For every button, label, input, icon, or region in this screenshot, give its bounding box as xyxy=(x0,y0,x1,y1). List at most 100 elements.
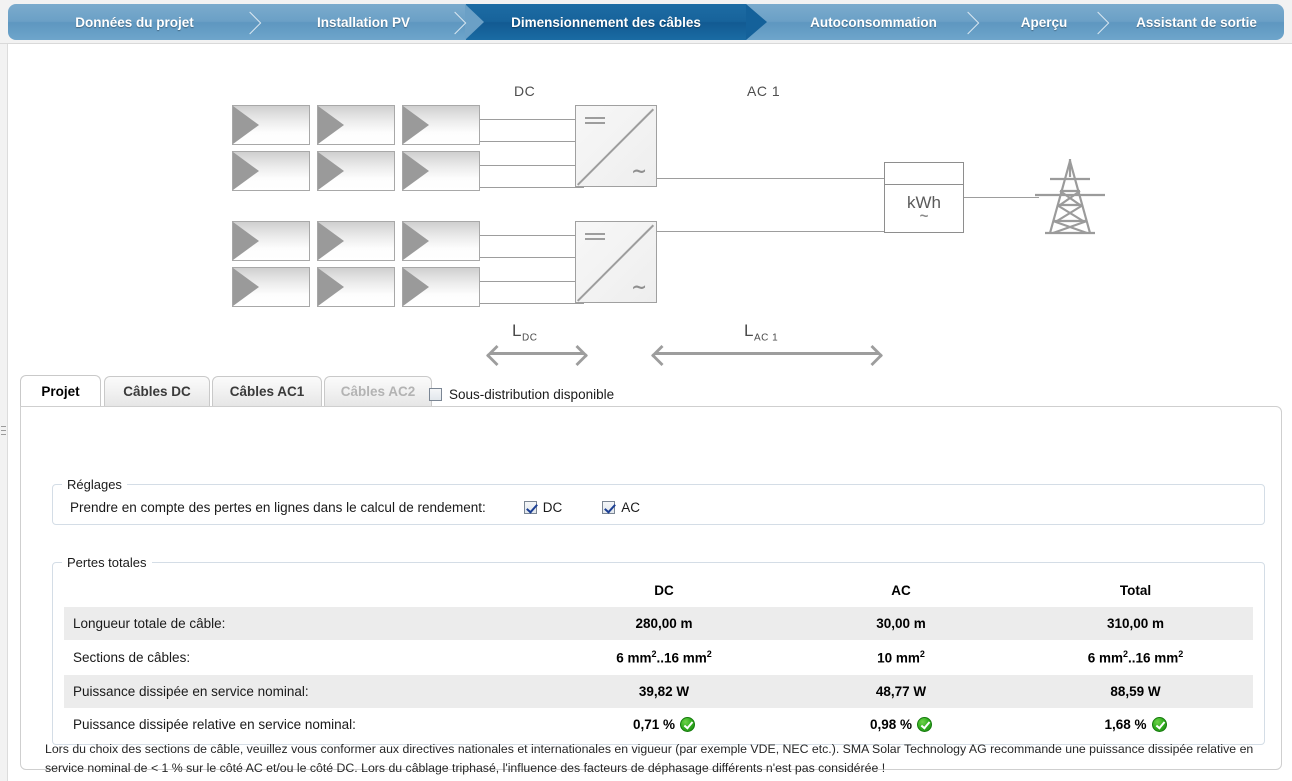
wizard-step-label: Données du projet xyxy=(75,14,194,30)
dimension-arrow-lac1 xyxy=(655,352,879,355)
row-label: Puissance dissipée en service nominal: xyxy=(64,674,544,708)
cell-ac: 10 mm2 xyxy=(877,649,925,666)
ac-losses-checkbox-group[interactable]: AC xyxy=(602,500,640,515)
table-header-row: DC AC Total xyxy=(64,577,1253,607)
cell-ac: 48,77 W xyxy=(784,674,1018,708)
status-ok-icon xyxy=(917,716,933,732)
wizard-step-track: Données du projet Installation PV Dimens… xyxy=(8,4,1284,40)
row-label: Longueur totale de câble: xyxy=(64,607,544,640)
step-arrow-tip xyxy=(746,4,767,40)
wizard-step-label: Installation PV xyxy=(316,14,411,30)
cell-total: 310,00 m xyxy=(1018,607,1253,640)
reglages-group: Réglages Prendre en compte des pertes en… xyxy=(52,477,1265,525)
meter-display-window xyxy=(885,163,963,185)
wizard-step-label: Dimensionnement des câbles xyxy=(511,14,701,30)
dimension-arrow-ldc xyxy=(490,352,584,355)
tab-strip: Projet Câbles DC Câbles AC1 Câbles AC2 S… xyxy=(20,375,1282,406)
step-notch xyxy=(465,4,484,40)
cell-dc: 0,71 % xyxy=(544,708,784,741)
energy-meter[interactable]: kWh ~ xyxy=(884,162,964,233)
wizard-breadcrumb-bar: Données du projet Installation PV Dimens… xyxy=(0,0,1292,44)
sous-distribution-checkbox-group[interactable]: Sous-distribution disponible xyxy=(429,387,614,402)
cell-total-value: 1,68 % xyxy=(1104,716,1147,732)
dc-wire xyxy=(479,141,584,142)
status-ok-icon xyxy=(1151,716,1167,732)
dimension-label-ldc: LDC xyxy=(512,321,537,343)
chevron-right-icon xyxy=(958,4,980,40)
left-splitter-strip[interactable] xyxy=(0,44,8,781)
column-header-ac: AC xyxy=(891,583,911,598)
pv-module-block[interactable] xyxy=(232,151,310,191)
column-header-blank xyxy=(64,577,544,607)
pv-module-block[interactable] xyxy=(317,221,395,261)
table-row: Puissance dissipée en service nominal: 3… xyxy=(64,674,1253,708)
tab-projet[interactable]: Projet xyxy=(20,375,101,406)
dimension-label-lac1: LAC 1 xyxy=(744,321,778,343)
dc-wire xyxy=(479,303,584,304)
cell-total: 1,68 % xyxy=(1018,708,1253,741)
tab-cables-ac1[interactable]: Câbles AC1 xyxy=(212,376,322,406)
dc-losses-checkbox[interactable] xyxy=(523,501,537,514)
wizard-step-label: Aperçu xyxy=(1020,14,1068,30)
meter-ac-symbol-icon: ~ xyxy=(919,208,929,225)
wizard-step-autoconsommation[interactable]: Autoconsommation xyxy=(746,4,979,40)
cell-dc: 6 mm2..16 mm2 xyxy=(616,649,712,666)
pv-module-block[interactable] xyxy=(317,105,395,145)
pv-module-block[interactable] xyxy=(402,105,480,145)
dc-losses-checkbox-group[interactable]: DC xyxy=(523,500,562,515)
inverter-block[interactable]: ~ xyxy=(575,105,657,187)
tab-cables-dc[interactable]: Câbles DC xyxy=(104,376,210,406)
pv-module-block[interactable] xyxy=(402,151,480,191)
meter-unit-label: kWh xyxy=(907,193,941,212)
wizard-step-donnees-du-projet[interactable]: Données du projet xyxy=(8,4,261,40)
dc-wire xyxy=(479,187,584,188)
pv-module-block[interactable] xyxy=(402,221,480,261)
wizard-step-dimensionnement-des-cables[interactable]: Dimensionnement des câbles xyxy=(465,4,767,40)
row-label: Puissance dissipée relative en service n… xyxy=(73,716,356,732)
dc-symbol-icon xyxy=(585,117,605,127)
cell-ac-value: 0,98 % xyxy=(869,716,913,732)
ac-wire xyxy=(657,178,885,179)
diagram-label-ac1: AC 1 xyxy=(747,83,781,99)
dim-label-base: L xyxy=(512,321,522,340)
projet-tab-panel: Réglages Prendre en compte des pertes en… xyxy=(20,406,1282,770)
status-ok-icon xyxy=(680,716,696,732)
main-content-area: DC AC 1 ~ ~ xyxy=(9,45,1292,781)
ac-wire xyxy=(657,231,885,232)
dc-wire xyxy=(479,235,584,236)
dc-wire xyxy=(479,281,584,282)
pertes-totales-group: Pertes totales DC AC Total Longueur tota… xyxy=(52,555,1265,745)
dim-label-base: L xyxy=(744,321,754,340)
pv-module-block[interactable] xyxy=(402,267,480,307)
reglages-row: Prendre en compte des pertes en lignes d… xyxy=(70,500,640,515)
grip-line xyxy=(1,426,6,427)
grid-wire xyxy=(964,197,1039,198)
table-row: Longueur totale de câble: 280,00 m 30,00… xyxy=(64,607,1253,640)
dc-wire xyxy=(479,165,584,166)
inverter-block[interactable]: ~ xyxy=(575,221,657,303)
sous-distribution-checkbox[interactable] xyxy=(429,388,442,401)
cell-ac: 30,00 m xyxy=(784,607,1018,640)
reglages-legend: Réglages xyxy=(67,477,122,492)
wizard-step-apercu[interactable]: Aperçu xyxy=(979,4,1109,40)
pv-module-block[interactable] xyxy=(232,221,310,261)
dim-label-sub: AC 1 xyxy=(753,332,779,344)
table-row: Sections de câbles: 6 mm2..16 mm2 10 mm2… xyxy=(64,640,1253,675)
pv-module-block[interactable] xyxy=(232,105,310,145)
table-row: Puissance dissipée relative en service n… xyxy=(64,708,1253,741)
cell-total: 88,59 W xyxy=(1018,674,1253,708)
wizard-step-assistant-de-sortie[interactable]: Assistant de sortie xyxy=(1109,4,1284,40)
diagram-label-dc: DC xyxy=(514,83,536,99)
pv-module-block[interactable] xyxy=(317,267,395,307)
column-header-dc: DC xyxy=(654,583,674,598)
sous-distribution-label: Sous-distribution disponible xyxy=(449,387,615,402)
ac-losses-checkbox[interactable] xyxy=(602,501,616,514)
pv-module-block[interactable] xyxy=(317,151,395,191)
wizard-step-installation-pv[interactable]: Installation PV xyxy=(261,4,466,40)
dc-wire xyxy=(479,119,584,120)
pv-module-block[interactable] xyxy=(232,267,310,307)
splitter-grip-icon[interactable] xyxy=(1,426,6,442)
chevron-right-icon xyxy=(240,4,262,40)
ac-losses-label: AC xyxy=(621,500,641,515)
cable-sizing-footnote: Lors du choix des sections de câble, veu… xyxy=(45,742,1254,775)
